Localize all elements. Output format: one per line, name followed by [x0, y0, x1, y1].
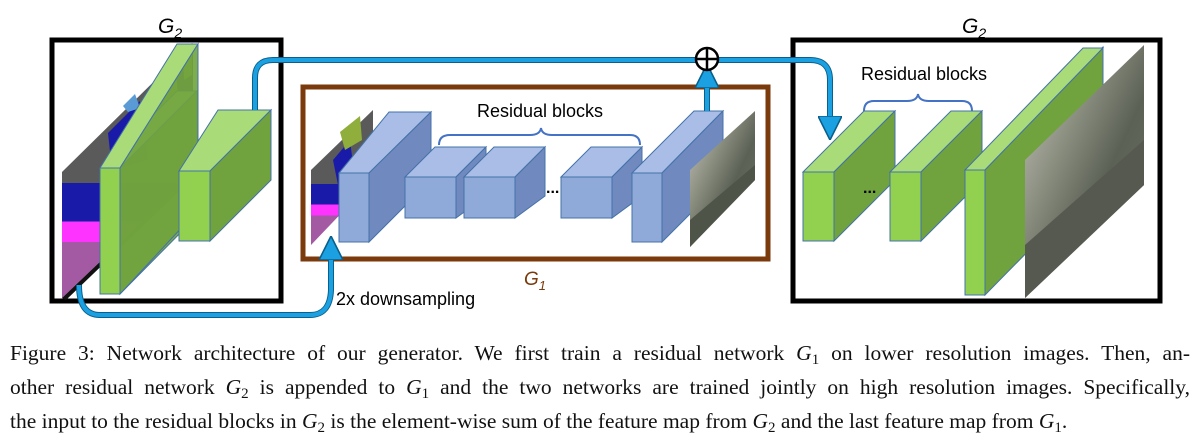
caption-line: other residual network G2 is appended to… — [10, 374, 1190, 408]
architecture-diagram: G2 — [49, 15, 1163, 318]
g2-left-frame — [49, 37, 284, 304]
elementwise-sum-icon — [694, 46, 720, 72]
g1-residual-brace — [438, 127, 641, 146]
caption-text: is the element-wise sum of the feature m… — [325, 409, 753, 433]
downsampling-label: 2x downsampling — [336, 289, 475, 309]
g1-residual-block-3 — [559, 145, 644, 219]
caption-line: Figure 3: Network architecture of our ge… — [10, 340, 1190, 374]
g2-residual-block-1 — [801, 109, 897, 243]
caption-text: is appended to — [248, 375, 407, 399]
caption-text: other residual network — [10, 375, 226, 399]
g1-label: G1 — [524, 269, 546, 293]
g1-residual-label: Residual blocks — [477, 101, 603, 121]
g2-right-frame — [790, 37, 1163, 304]
g1-conv-block-first — [337, 110, 433, 244]
g1-residual-block-2 — [462, 145, 547, 219]
conv-block-large-tall — [99, 42, 199, 296]
g2-back-end: G2 Residual blocks ... — [790, 15, 1163, 304]
caption-math-symbol: G2 — [225, 375, 249, 402]
g2-residual-block-2 — [888, 109, 984, 243]
caption-text: and the two networks are trained jointly… — [429, 375, 1191, 399]
g1-ellipsis: ... — [546, 180, 559, 197]
g2-residual-brace — [863, 93, 973, 112]
caption-math-symbol: G2 — [752, 409, 776, 436]
g2-right-label: G2 — [962, 15, 986, 41]
output-image-high-res — [1025, 45, 1144, 298]
conv-block-small — [178, 108, 273, 243]
g2-ellipsis: ... — [863, 180, 876, 197]
g2-front-end: G2 — [49, 15, 284, 304]
output-image-low-res — [690, 111, 755, 247]
figure-caption: Figure 3: Network architecture of our ge… — [10, 340, 1190, 442]
caption-text: Figure 3: Network architecture of our ge… — [10, 341, 797, 365]
g2-left-label: G2 — [158, 15, 182, 41]
caption-text: on lower resolution images. Then, an- — [819, 341, 1190, 365]
caption-text: the input to the residual blocks in — [10, 409, 302, 433]
caption-text: and the last feature map from — [775, 409, 1039, 433]
caption-math-symbol: G2 — [302, 409, 326, 436]
caption-math-symbol: G1 — [796, 341, 820, 368]
caption-math-symbol: G1 — [406, 375, 430, 402]
g1-frame — [300, 84, 771, 262]
caption-math-symbol: G1 — [1038, 409, 1062, 436]
g2-residual-label: Residual blocks — [861, 64, 987, 84]
caption-line: the input to the residual blocks in G2 i… — [10, 408, 1190, 442]
g1-network: G1 ... — [300, 84, 771, 293]
caption-text: . — [1061, 409, 1068, 433]
